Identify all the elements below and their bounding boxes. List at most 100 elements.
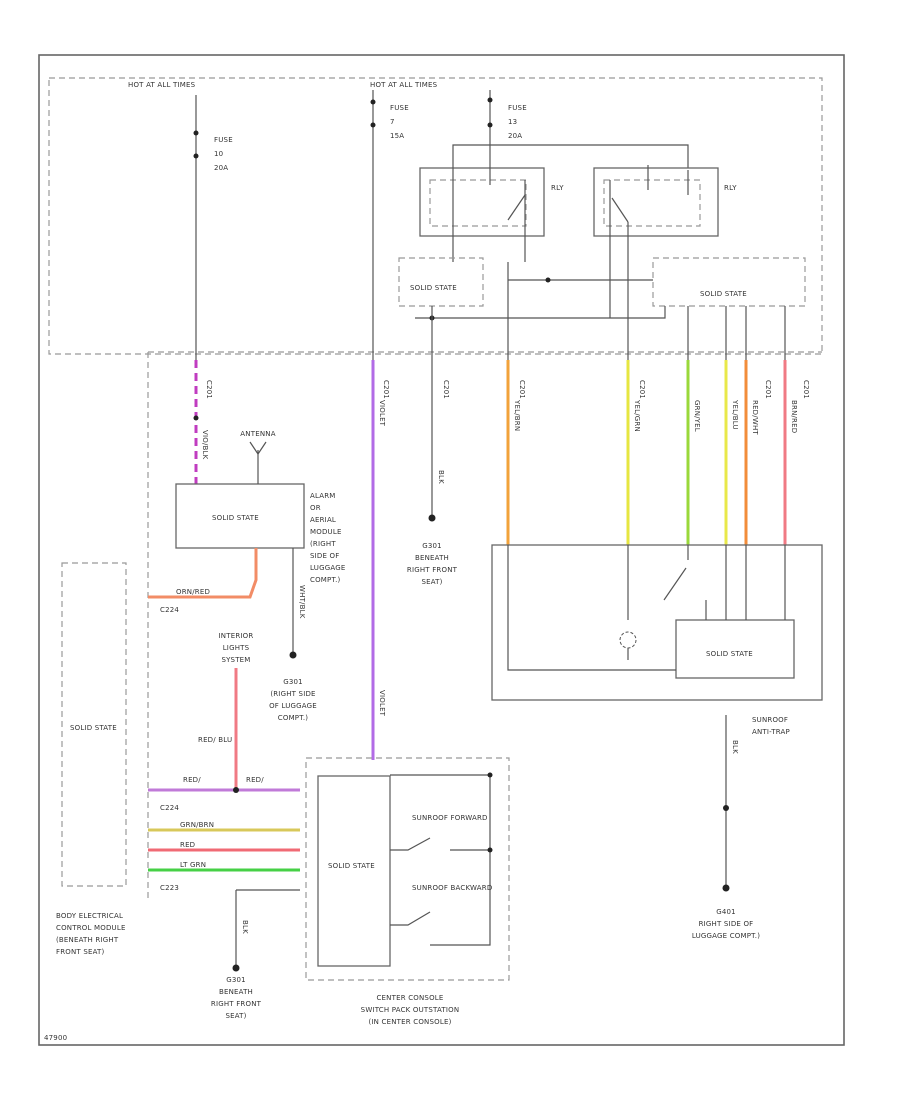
ground-3-l1: G301	[422, 542, 442, 550]
conn-top-1: C201	[205, 380, 213, 399]
bcm-l2: CONTROL MODULE	[56, 924, 126, 932]
hot-at-all-times-label-2: HOT AT ALL TIMES	[370, 81, 438, 89]
alarm-solid-state: SOLID STATE	[212, 514, 259, 522]
ground-2-l4: SEAT)	[225, 1012, 246, 1020]
ground-1-l1: G301	[283, 678, 303, 686]
bcm-box	[61, 562, 127, 887]
relay-1	[419, 167, 545, 237]
console-solid-state	[317, 775, 391, 967]
wire-label-violet: VIOLET	[378, 400, 386, 427]
wire-label-yel-blu: YEL/BLU	[731, 399, 739, 430]
conn-left-2: C224	[160, 804, 179, 812]
console-l2: SWITCH PACK OUTSTATION	[361, 1006, 460, 1014]
wire-label-blk-3: BLK	[731, 740, 739, 754]
wire-label-grn-brn: GRN/BRN	[180, 821, 214, 829]
bcm-dashed-outline	[147, 351, 822, 900]
solid-state-left-label: SOLID STATE	[410, 284, 457, 292]
sunroof-bwd-label: SUNROOF BACKWARD	[412, 884, 492, 892]
interior-l3: SYSTEM	[221, 656, 250, 664]
wire-orn-red	[148, 548, 258, 599]
fuse-2-name: FUSE	[390, 104, 409, 112]
wire-label-wht-blk: WHT/BLK	[298, 585, 306, 619]
solid-state-left	[398, 257, 484, 307]
ground-2-l1: G301	[226, 976, 246, 984]
conn-top-2: C201	[382, 380, 390, 399]
diagram-id: 47900	[44, 1034, 67, 1042]
wire-label-red-2: RED/	[246, 776, 264, 784]
wire-label-red-blu: RED/ BLU	[198, 736, 232, 744]
ground-4-l2: RIGHT SIDE OF	[699, 920, 754, 928]
sunroof-fwd-label: SUNROOF FORWARD	[412, 814, 488, 822]
console-outline	[305, 757, 510, 981]
console-solid-state-label: SOLID STATE	[328, 862, 375, 870]
ground-1-l3: OF LUGGAGE	[269, 702, 317, 710]
outer-frame	[38, 54, 845, 1046]
wire-label-violet-2: VIOLET	[378, 690, 386, 717]
conn-top-4: C201	[518, 380, 526, 399]
ground-3-l3: RIGHT FRONT	[407, 566, 458, 574]
ground-1-l4: COMPT.)	[278, 714, 309, 722]
alarm-module	[175, 483, 305, 549]
conn-top-3: C201	[442, 380, 450, 399]
wire-label-lt-grn: LT GRN	[180, 861, 206, 869]
interior-l1: INTERIOR	[219, 632, 254, 640]
alarm-l2: OR	[310, 504, 321, 512]
ground-2-l3: RIGHT FRONT	[211, 1000, 262, 1008]
wire-label-blk-2: BLK	[241, 920, 249, 934]
wire-label-yel-brn: YEL/BRN	[513, 399, 521, 431]
fuse-1-name: FUSE	[214, 136, 233, 144]
fuse-box-dashed	[48, 77, 823, 355]
sunroof-sensor-icon	[619, 631, 637, 649]
anti-trap-l2: ANTI-TRAP	[752, 728, 790, 736]
solid-state-right	[652, 257, 806, 307]
wire-label-blk-1: BLK	[437, 470, 445, 484]
alarm-l1: ALARM	[310, 492, 336, 500]
wire-label-red-plain: RED	[180, 841, 195, 849]
bcm-l3: (BENEATH RIGHT	[56, 936, 119, 944]
alarm-l8: COMPT.)	[310, 576, 341, 584]
conn-left-1: C224	[160, 606, 179, 614]
ground-2-l2: BENEATH	[219, 988, 253, 996]
fuse-3-num: 13	[508, 118, 517, 126]
wire-label-brn-red: BRN/RED	[790, 400, 798, 433]
wire-label-red-wht: RED/WHT	[751, 400, 759, 435]
alarm-l3: AERIAL	[310, 516, 336, 524]
antenna-label: ANTENNA	[240, 430, 275, 438]
anti-trap-l1: SUNROOF	[752, 716, 788, 724]
wire-label-orn-red: ORN/RED	[176, 588, 210, 596]
fuse-3-amp: 20A	[508, 132, 522, 140]
conn-top-5: C201	[638, 380, 646, 399]
ground-4-l3: LUGGAGE COMPT.)	[692, 932, 760, 940]
alarm-l4: MODULE	[310, 528, 342, 536]
interior-l2: LIGHTS	[223, 644, 250, 652]
fuse-2-num: 7	[390, 118, 395, 126]
alarm-l6: SIDE OF	[310, 552, 339, 560]
wire-label-red-1: RED/	[183, 776, 201, 784]
alarm-l5: (RIGHT	[310, 540, 336, 548]
sunroof-solid-state	[675, 619, 795, 679]
sunroof-solid-state-label: SOLID STATE	[706, 650, 753, 658]
relay-1-label: RLY	[551, 184, 564, 192]
bcm-solid-state: SOLID STATE	[70, 724, 117, 732]
wire-label-vio-blk: VIO/BLK	[201, 430, 209, 460]
alarm-l7: LUGGAGE	[310, 564, 345, 572]
solid-state-right-label: SOLID STATE	[700, 290, 747, 298]
ground-3-l2: BENEATH	[415, 554, 449, 562]
wire-label-yel-grn: YEL/GRN	[633, 399, 641, 432]
console-l1: CENTER CONSOLE	[376, 994, 443, 1002]
fuse-1-num: 10	[214, 150, 223, 158]
console-l3: (IN CENTER CONSOLE)	[368, 1018, 451, 1026]
bcm-l1: BODY ELECTRICAL	[56, 912, 123, 920]
fuse-2-amp: 15A	[390, 132, 404, 140]
fuse-3-name: FUSE	[508, 104, 527, 112]
bcm-l4: FRONT SEAT)	[56, 948, 105, 956]
fuse-1-amp: 20A	[214, 164, 228, 172]
conn-left-3: C223	[160, 884, 179, 892]
wire-label-grn-yel: GRN/YEL	[693, 400, 701, 432]
conn-top-7: C201	[802, 380, 810, 399]
ground-1-l2: (RIGHT SIDE	[270, 690, 315, 698]
ground-3-l4: SEAT)	[421, 578, 442, 586]
relay-2-label: RLY	[724, 184, 737, 192]
hot-at-all-times-label: HOT AT ALL TIMES	[128, 81, 196, 89]
